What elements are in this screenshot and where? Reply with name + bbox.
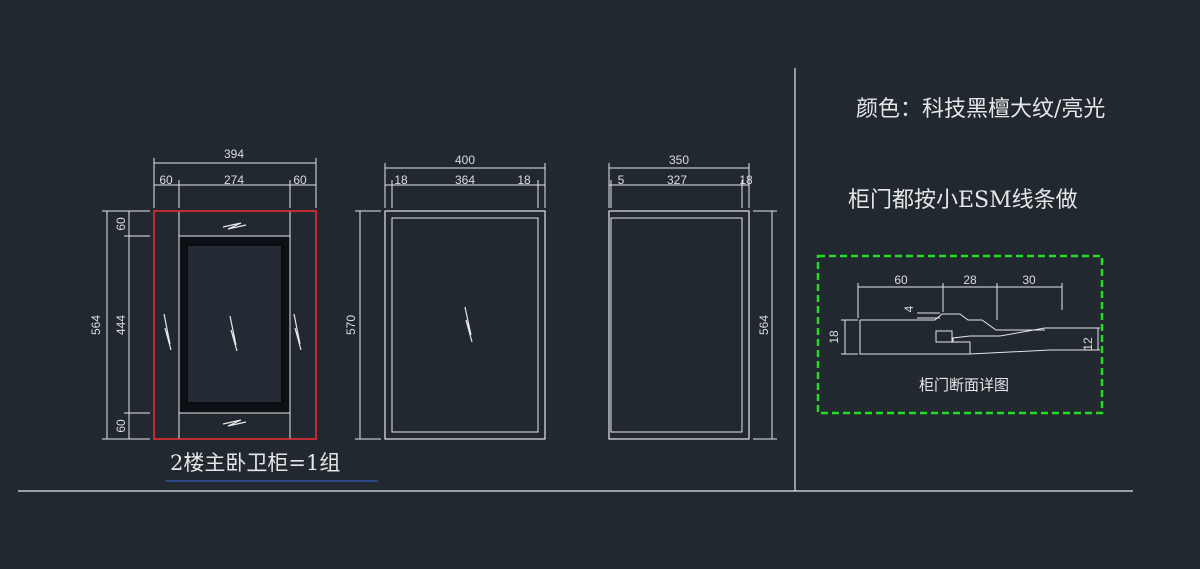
door3-right-margin: 18 bbox=[739, 173, 753, 187]
frame-lines bbox=[18, 68, 1133, 492]
door1-overall-width: 394 bbox=[224, 147, 244, 161]
door1-right-margin: 60 bbox=[293, 173, 307, 187]
door1-inner-height: 444 bbox=[114, 315, 128, 335]
door-3-drawing[interactable]: 350 5 327 18 564 bbox=[608, 153, 777, 440]
door-2-drawing[interactable]: 400 18 364 18 570 bbox=[344, 153, 546, 440]
section-dim-c: 30 bbox=[1022, 273, 1036, 287]
section-dim-a: 60 bbox=[894, 273, 908, 287]
section-highlight-box bbox=[816, 254, 1104, 415]
door-1-drawing[interactable]: 394 60 274 60 564 60 444 60 bbox=[89, 147, 317, 440]
door3-left-margin: 5 bbox=[618, 173, 625, 187]
door2-right-margin: 18 bbox=[517, 173, 531, 187]
door3-overall-width: 350 bbox=[669, 153, 689, 167]
door-section-detail[interactable]: 60 28 30 4 18 12 柜门断面详图 bbox=[816, 254, 1104, 415]
door2-left-margin: 18 bbox=[394, 173, 408, 187]
door3-inner-width: 327 bbox=[667, 173, 687, 187]
note-door-profile: 柜门都按小ESM线条做 bbox=[848, 188, 1078, 213]
note-color-finish: 颜色：科技黑檀大纹/亮光 bbox=[856, 97, 1105, 122]
door1-inner-width: 274 bbox=[224, 173, 244, 187]
door1-top-margin: 60 bbox=[114, 217, 128, 231]
selection-outline bbox=[153, 210, 317, 440]
door1-overall-height: 564 bbox=[89, 315, 103, 335]
grain-marks bbox=[163, 222, 302, 427]
door2-overall-height: 570 bbox=[344, 315, 358, 335]
door2-overall-width: 400 bbox=[455, 153, 475, 167]
section-dim-right: 12 bbox=[1081, 337, 1095, 351]
door3-overall-height: 564 bbox=[757, 315, 771, 335]
door1-left-margin: 60 bbox=[159, 173, 173, 187]
section-title: 柜门断面详图 bbox=[919, 376, 1009, 394]
section-dim-small: 4 bbox=[902, 305, 916, 312]
drawing-caption: 2楼主卧卫柜=1组 bbox=[170, 451, 340, 475]
door2-inner-width: 364 bbox=[455, 173, 475, 187]
door1-bottom-margin: 60 bbox=[114, 419, 128, 433]
section-dim-left: 18 bbox=[827, 330, 841, 344]
section-dim-b: 28 bbox=[963, 273, 977, 287]
